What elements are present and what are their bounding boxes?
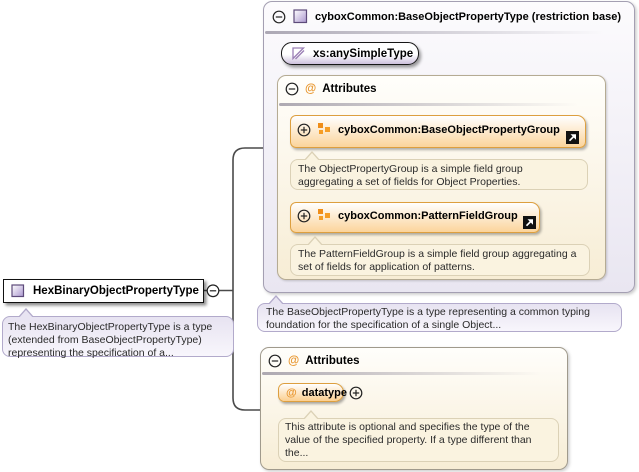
group-description: The PatternFieldGroup is a simple field … — [298, 248, 577, 274]
attribute-group-baseobjectpropertygroup[interactable]: cyboxCommon:BaseObjectPropertyGroup — [290, 115, 586, 148]
base-type-description: The BaseObjectPropertyType is a type rep… — [266, 306, 590, 332]
collapse-toggle-icon[interactable] — [285, 82, 299, 96]
expand-toggle-icon[interactable] — [297, 123, 311, 137]
attribute-group-icon — [318, 209, 331, 222]
jump-to-definition-icon[interactable] — [523, 216, 536, 229]
base-type-name: xs:anySimpleType — [313, 47, 414, 60]
expand-toggle-icon[interactable] — [297, 209, 311, 223]
collapse-toggle-icon[interactable] — [272, 10, 286, 24]
header-divider — [262, 372, 566, 375]
base-type-panel: cyboxCommon:BaseObjectPropertyType (rest… — [263, 1, 635, 293]
attribute-description: This attribute is optional and specifies… — [285, 421, 532, 460]
expand-toggle-icon[interactable] — [349, 386, 363, 400]
attributes-header: @ Attributes — [261, 348, 567, 368]
complex-type-icon — [293, 9, 308, 24]
attribute-at-icon: @ — [305, 83, 317, 95]
base-type-title: cyboxCommon:BaseObjectPropertyType (rest… — [315, 10, 622, 23]
simple-type-icon — [292, 47, 306, 61]
node-description-callout: The HexBinaryObjectPropertyType is a typ… — [2, 308, 234, 359]
base-type-description-callout: The BaseObjectPropertyType is a type rep… — [257, 295, 622, 332]
group-description: The ObjectPropertyGroup is a simple fiel… — [298, 163, 523, 189]
collapse-toggle-icon[interactable] — [268, 354, 282, 368]
attribute-group-icon — [318, 123, 331, 136]
attribute-at-icon: @ — [286, 386, 297, 399]
complex-type-icon — [11, 284, 25, 298]
attribute-group-patternfieldgroup[interactable]: cyboxCommon:PatternFieldGroup — [290, 202, 540, 233]
attributes-title: Attributes — [322, 83, 377, 95]
header-divider — [265, 31, 633, 34]
inherited-attributes-box: @ Attributes cyboxCommon:BaseObjectPrope… — [277, 75, 606, 280]
node-description: The HexBinaryObjectPropertyType is a typ… — [8, 321, 213, 360]
any-simple-type-pill[interactable]: xs:anySimpleType — [281, 42, 419, 65]
attribute-datatype[interactable]: @ datatype — [278, 383, 347, 402]
attributes-title: Attributes — [305, 355, 360, 367]
node-hexbinary-type[interactable]: HexBinaryObjectPropertyType — [3, 279, 204, 303]
own-attributes-panel: @ Attributes @ datatype This attribute i… — [260, 347, 568, 470]
group-description-callout: The ObjectPropertyGroup is a simple fiel… — [290, 151, 588, 190]
attribute-description-callout: This attribute is optional and specifies… — [278, 410, 559, 462]
jump-to-definition-icon[interactable] — [566, 131, 579, 144]
group-label: cyboxCommon:PatternFieldGroup — [338, 209, 518, 222]
group-label: cyboxCommon:BaseObjectPropertyGroup — [338, 123, 560, 136]
attribute-name: datatype — [301, 386, 347, 399]
base-type-header: cyboxCommon:BaseObjectPropertyType (rest… — [264, 2, 634, 24]
header-divider — [279, 103, 604, 106]
attribute-at-icon: @ — [288, 355, 300, 367]
node-label: HexBinaryObjectPropertyType — [33, 285, 199, 297]
attributes-header: @ Attributes — [278, 76, 605, 96]
collapse-toggle-icon[interactable] — [206, 284, 220, 298]
group-description-callout: The PatternFieldGroup is a simple field … — [290, 236, 590, 276]
